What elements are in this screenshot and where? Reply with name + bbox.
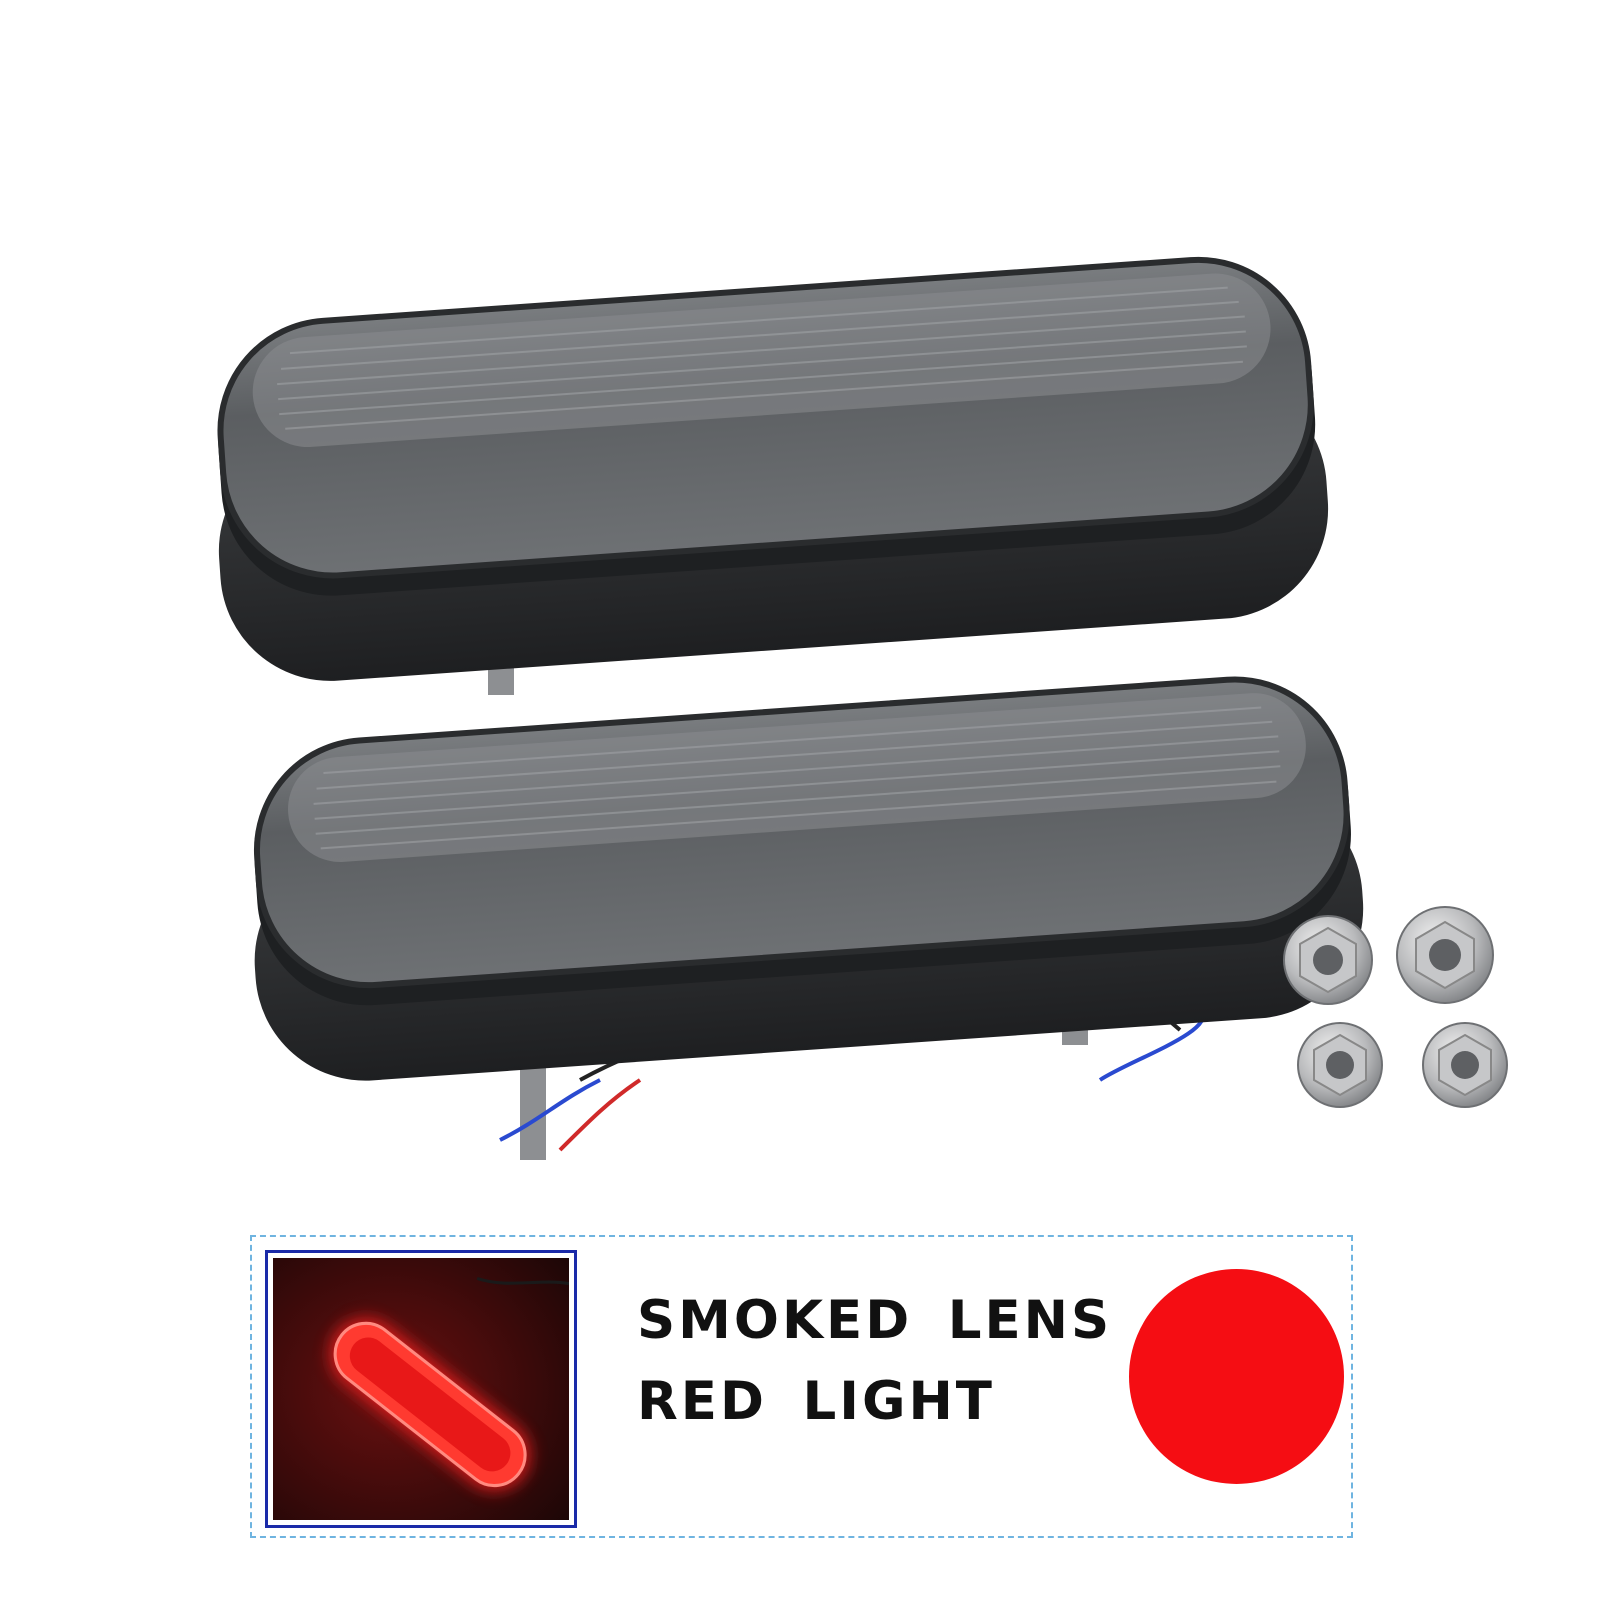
lower-light	[253, 676, 1364, 1160]
flange-nut-2	[1396, 906, 1494, 1004]
caption-smoked-lens: SMOKED LENS	[637, 1290, 1113, 1351]
flange-nut-3	[1297, 1022, 1383, 1108]
upper-light	[217, 256, 1329, 695]
red-color-swatch	[1129, 1269, 1344, 1484]
nuts-group	[1283, 906, 1508, 1108]
caption-red-light: RED LIGHT	[637, 1371, 995, 1432]
red-light-preview	[265, 1250, 577, 1528]
preview-image	[273, 1258, 569, 1520]
flange-nut-1	[1283, 915, 1373, 1005]
flange-nut-4	[1422, 1022, 1508, 1108]
info-box: SMOKED LENS RED LIGHT	[250, 1235, 1353, 1538]
